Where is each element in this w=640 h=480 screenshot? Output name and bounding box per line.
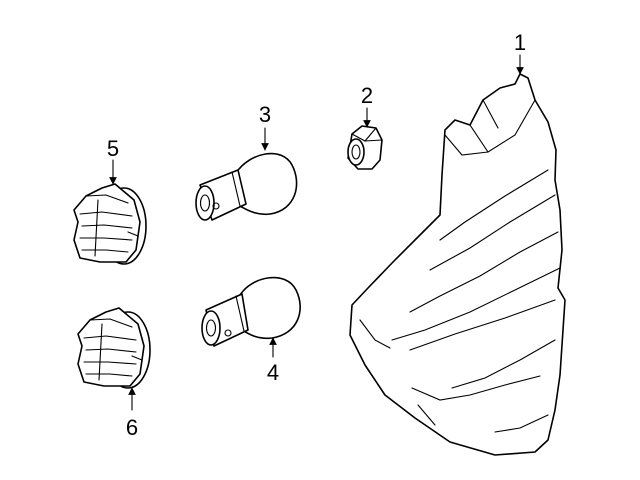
part-3-bulb[interactable] <box>195 152 298 221</box>
part-5-socket[interactable] <box>73 183 147 265</box>
callout-1: 1 <box>514 30 526 55</box>
part-2-hex-nut[interactable] <box>347 125 383 170</box>
callout-6: 6 <box>126 415 138 440</box>
callout-3: 3 <box>259 102 271 127</box>
part-6-socket[interactable] <box>77 307 151 389</box>
part-1-lamp-housing[interactable] <box>349 73 566 456</box>
part-4-bulb[interactable] <box>201 276 301 347</box>
callout-5: 5 <box>107 136 119 161</box>
callout-4: 4 <box>267 360 279 385</box>
callout-2: 2 <box>361 83 373 108</box>
